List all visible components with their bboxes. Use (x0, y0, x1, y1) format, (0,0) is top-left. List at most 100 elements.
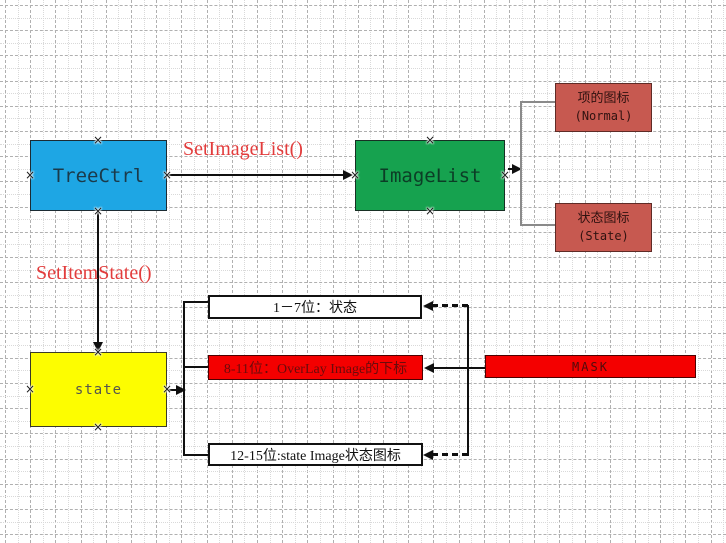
connection-handle-icon: × (161, 382, 173, 396)
grid-line (0, 471, 726, 473)
connection-handle-icon: × (92, 420, 104, 434)
dashed-connector-bits17 (432, 304, 468, 307)
arrowhead-into-bits17-icon (423, 301, 433, 311)
grid-line (181, 0, 183, 543)
grid-line (0, 5, 726, 6)
mask-branch-vertical (467, 305, 469, 456)
arrowhead-into-bits1215-icon (423, 450, 433, 460)
grid-line (534, 0, 536, 543)
grid-line (672, 0, 674, 543)
grid-line (5, 0, 6, 543)
left-bracket-middle-segment (183, 366, 208, 368)
grid-line (723, 0, 725, 543)
connection-handle-icon: × (24, 382, 36, 396)
connector-treectrl-state (97, 211, 99, 343)
grid-line (458, 0, 460, 543)
connection-handle-icon: × (92, 204, 104, 218)
dashed-connector-bits1215 (432, 453, 468, 456)
grid-line (483, 0, 485, 543)
grid-line (496, 0, 498, 543)
grid-line (156, 0, 158, 543)
grid-line (635, 0, 636, 543)
node-treectrl[interactable]: TreeCtrl (30, 140, 167, 211)
node-bits-12-15[interactable]: 12-15位:state Image状态图标 (208, 443, 423, 466)
node-bits17-label: 1－7位：状态 (273, 301, 357, 316)
node-imagelist-label: ImageList (378, 164, 482, 187)
grid-line (0, 30, 726, 32)
grid-line (17, 0, 19, 543)
node-bits811-label: 8-11位：OverLay Image的下标 (223, 361, 408, 377)
label-setitemstate[interactable]: SetItemState() (36, 262, 152, 284)
node-imagelist[interactable]: ImageList (355, 140, 505, 211)
node-mask-label: MASK (572, 359, 609, 374)
grid-line (572, 0, 573, 543)
grid-line (471, 0, 473, 543)
connector-imagelist-bracket (508, 168, 513, 170)
right-bracket-vertical (520, 101, 522, 225)
connection-handle-icon: × (499, 168, 511, 182)
connection-handle-icon: × (24, 168, 36, 182)
node-state[interactable]: state (30, 352, 167, 427)
grid-line (0, 55, 726, 57)
grid-line (0, 345, 726, 347)
grid-line (559, 0, 561, 543)
grid-line (698, 0, 699, 543)
grid-line (647, 0, 649, 543)
grid-line (509, 0, 510, 543)
grid-line (0, 509, 726, 510)
grid-line (710, 0, 712, 543)
grid-line (0, 433, 726, 435)
left-bracket-top-segment (183, 301, 208, 303)
node-stateicon-line2: (State) (578, 229, 629, 244)
arrowhead-into-state-icon (93, 342, 103, 352)
node-mask[interactable]: MASK (485, 355, 696, 378)
grid-line (597, 0, 599, 543)
grid-line (521, 0, 523, 543)
grid-line (446, 0, 447, 543)
grid-line (0, 257, 726, 258)
connection-handle-icon: × (161, 168, 173, 182)
node-normal-icons[interactable]: 项的图标 (Normal) (555, 83, 652, 132)
grid-line (0, 496, 726, 498)
arrowhead-into-right-bracket-icon (512, 164, 522, 174)
arrowhead-into-imagelist-icon (343, 170, 353, 180)
connection-handle-icon: × (424, 204, 436, 218)
connector-state-bracket (168, 389, 177, 391)
node-bits-1-7[interactable]: 1－7位：状态 (208, 295, 422, 319)
grid-line (0, 80, 726, 82)
node-bits-8-11[interactable]: 8-11位：OverLay Image的下标 (208, 355, 423, 380)
grid-line (0, 483, 726, 485)
grid-line (0, 534, 726, 536)
node-state-icons[interactable]: 状态图标 (State) (555, 203, 652, 252)
grid-line (0, 68, 726, 69)
grid-line (0, 42, 726, 44)
node-normal-line2: (Normal) (574, 109, 633, 124)
connection-handle-icon: × (92, 133, 104, 147)
grid-line (660, 0, 662, 543)
grid-line (584, 0, 586, 543)
grid-line (0, 17, 726, 19)
grid-line (194, 0, 195, 543)
grid-line (609, 0, 611, 543)
connector-mask-bits811 (433, 367, 485, 369)
connection-handle-icon: × (349, 168, 361, 182)
grid-line (622, 0, 624, 543)
label-setimagelist[interactable]: SetImageList() (183, 138, 303, 160)
grid-line (546, 0, 548, 543)
grid-line (685, 0, 687, 543)
connector-treectrl-imagelist (167, 174, 343, 176)
node-state-label: state (74, 381, 123, 398)
node-stateicon-line1: 状态图标 (577, 210, 630, 226)
arrowhead-into-left-bracket-icon (176, 385, 186, 395)
connection-handle-icon: × (424, 133, 436, 147)
grid-line (0, 332, 726, 334)
right-bracket-top-segment (520, 101, 555, 103)
node-normal-line1: 项的图标 (577, 90, 630, 106)
grid-line (168, 0, 170, 543)
node-treectrl-label: TreeCtrl (52, 164, 145, 187)
node-bits1215-label: 12-15位:state Image状态图标 (230, 448, 401, 464)
connection-handle-icon: × (92, 345, 104, 359)
arrowhead-into-bits811-icon (424, 363, 434, 373)
right-bracket-bottom-segment (520, 224, 555, 226)
